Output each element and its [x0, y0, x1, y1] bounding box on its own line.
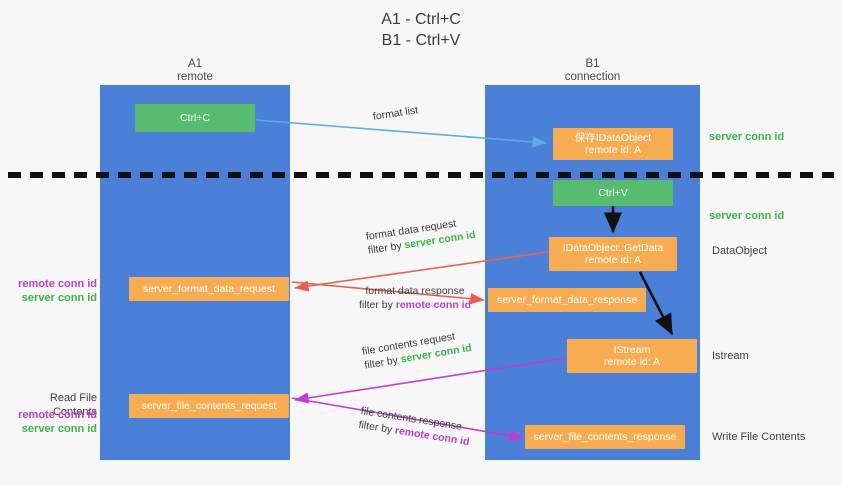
annotation-server-conn-id-2: server conn id: [21, 422, 97, 435]
annotation-remote-conn-id-2: remote conn id: [18, 409, 97, 421]
edge-label-format-list: format list: [372, 103, 419, 124]
lane-a1-sub: remote: [177, 71, 213, 83]
box-set-dataobject-line1: 保存IDataObject: [574, 131, 652, 144]
annotation-dataobject: DataObject: [712, 245, 768, 257]
lane-b1-header: B1 connection: [485, 58, 700, 84]
title-line-2: B1 - Ctrl+V: [381, 32, 461, 49]
box-ctrl-c[interactable]: Ctrl+C: [135, 104, 255, 132]
edge-label-format-data-response-text: format data response: [365, 285, 465, 297]
box-getdata-line1: IDataObject::GetData: [562, 241, 664, 254]
page-title: A1 - Ctrl+C B1 - Ctrl+V: [0, 9, 842, 51]
edge-label-format-data-response-filter: filter by remote conn id: [330, 298, 500, 312]
box-server-file-contents-request[interactable]: server_file_contents_request: [129, 394, 289, 418]
filter-prefix: filter by: [367, 239, 406, 257]
edge-label-file-contents-response: file contents response filter by remote …: [358, 404, 473, 449]
lane-b1-name: B1: [585, 58, 600, 70]
annotation-istream: Istream: [712, 350, 749, 362]
box-server-format-data-request[interactable]: server_format_data_request: [129, 277, 289, 301]
lane-a1-header: A1 remote: [100, 58, 290, 84]
edge-label-format-data-response: format data response filter by remote co…: [330, 284, 500, 312]
annotation-server-conn-id-mid: server conn id: [709, 210, 785, 222]
box-getdata-line2: remote id: A: [584, 254, 642, 266]
lane-b1-sub: connection: [564, 71, 621, 83]
annotation-write-file-contents: Write File Contents: [712, 431, 806, 443]
box-istream-line2: remote id: A: [603, 356, 661, 368]
box-server-file-contents-response-label: server_file_contents_response: [533, 430, 677, 443]
box-server-file-contents-response[interactable]: server_file_contents_response: [525, 425, 685, 449]
annotation-remote-conn-id-1: remote conn id: [18, 278, 97, 290]
edge-label-format-data-request: format data request filter by server con…: [365, 214, 476, 258]
box-istream[interactable]: IStream remote id: A: [567, 339, 697, 373]
edge-label-file-contents-request: file contents request filter by server c…: [361, 327, 473, 373]
box-ctrl-v[interactable]: Ctrl+V: [553, 180, 673, 206]
box-server-format-data-response-label: server_format_data_response: [496, 293, 638, 306]
box-set-dataobject[interactable]: 保存IDataObject remote id: A: [553, 128, 673, 160]
lane-a1-name: A1: [187, 58, 203, 70]
annotation-server-conn-id-top: server conn id: [709, 131, 785, 143]
box-getdata[interactable]: IDataObject::GetData remote id: A: [549, 237, 677, 271]
box-server-format-data-request-label: server_format_data_request: [143, 282, 275, 295]
annotation-left-ids-1: remote conn id server conn id: [9, 278, 97, 305]
annotation-left-ids-2: remote conn id server conn id: [9, 409, 97, 436]
box-server-format-data-response[interactable]: server_format_data_response: [488, 288, 646, 312]
edge-label-format-list-text: format list: [372, 104, 419, 123]
box-istream-line1: IStream: [613, 343, 651, 356]
filter-prefix: filter by: [358, 299, 396, 311]
box-ctrl-v-label: Ctrl+V: [598, 186, 628, 199]
title-line-1: A1 - Ctrl+C: [381, 11, 461, 28]
annotation-server-conn-id-1: server conn id: [21, 291, 97, 304]
filter-key-remote-conn-id: remote conn id: [395, 299, 472, 311]
box-ctrl-c-label: Ctrl+C: [179, 111, 211, 124]
box-server-file-contents-request-label: server_file_contents_request: [141, 399, 277, 412]
annotation-read-file-contents: Read File Contents: [49, 392, 97, 418]
box-set-dataobject-line2: remote id: A: [584, 144, 642, 156]
